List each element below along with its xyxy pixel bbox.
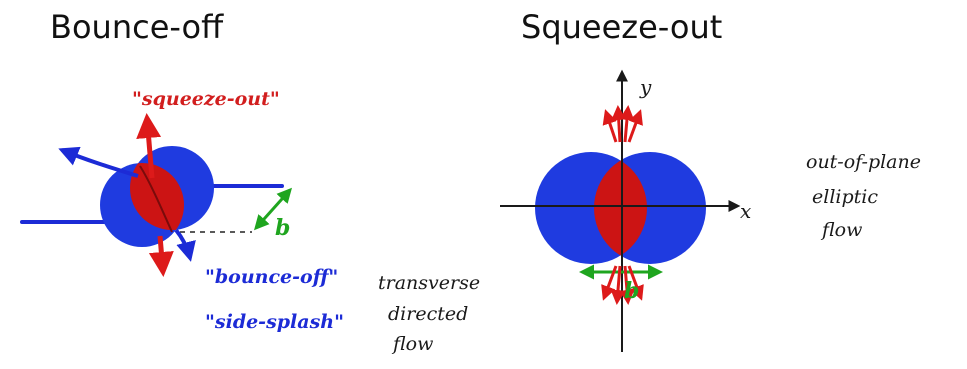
squeeze-arrow-top-2 xyxy=(611,105,627,143)
right-note-line-1: out-of-plane xyxy=(806,151,921,173)
left-squeeze-arrow-up xyxy=(136,113,162,179)
squeeze-arrow-top-3 xyxy=(619,105,635,143)
left-note-line-3: flow xyxy=(391,333,433,355)
left-panel: Bounce-off "squeeze-out" b "bounce-off" … xyxy=(20,8,480,355)
bounce-off-label: "bounce-off" xyxy=(205,266,338,288)
right-panel-title: Squeeze-out xyxy=(521,8,722,46)
left-overlap-edge xyxy=(139,165,173,233)
right-note-line-3: flow xyxy=(820,219,862,241)
left-squeeze-arrow-down xyxy=(148,235,174,277)
x-axis-label: x xyxy=(740,199,751,223)
y-axis-label: y xyxy=(639,75,652,99)
right-b-label: b xyxy=(624,278,639,304)
right-panel: Squeeze-out y x b out-of-plane elliptic … xyxy=(500,8,921,352)
left-note-line-2: directed xyxy=(388,303,468,325)
left-panel-title: Bounce-off xyxy=(50,8,224,46)
squeeze-arrow-top-1 xyxy=(602,109,618,143)
squeeze-arrow-bottom-2 xyxy=(610,265,626,305)
squeeze-arrow-bottom-3 xyxy=(619,265,635,305)
squeeze-out-label: "squeeze-out" xyxy=(132,88,280,110)
squeeze-arrow-bottom-1 xyxy=(601,265,618,301)
side-splash-label: "side-splash" xyxy=(205,311,344,333)
left-b-label: b xyxy=(275,215,290,241)
squeeze-arrow-bottom-4 xyxy=(627,265,644,301)
squeeze-arrow-top-4 xyxy=(627,109,643,143)
bounce-arrow-right xyxy=(174,228,196,262)
bounce-arrow-left xyxy=(58,146,139,178)
left-b-arrow xyxy=(253,187,293,231)
left-note-line-1: transverse xyxy=(378,272,480,294)
right-note-line-2: elliptic xyxy=(812,186,878,208)
